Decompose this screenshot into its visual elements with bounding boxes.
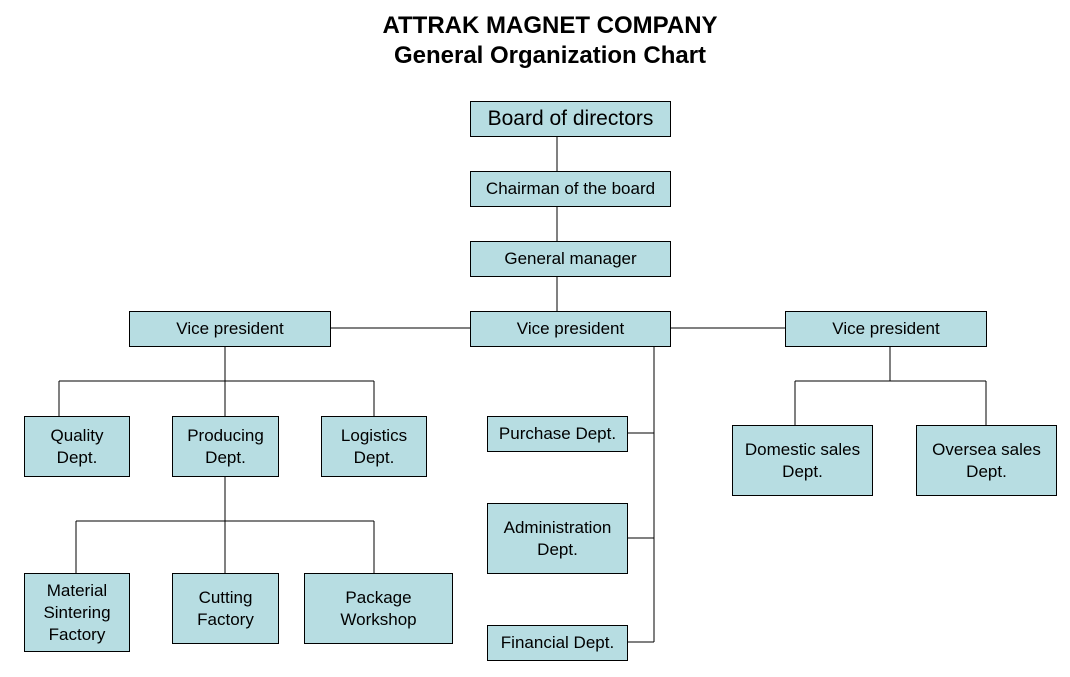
node-label-line: Workshop	[340, 609, 417, 629]
node-vice-president-center: Vice president	[470, 311, 671, 347]
node-label-line: Dept.	[205, 447, 246, 467]
node-label-line: Dept.	[966, 461, 1007, 481]
node-label: Chairman of the board	[486, 178, 655, 200]
node-vice-president-left: Vice president	[129, 311, 331, 347]
chart-title: ATTRAK MAGNET COMPANY	[382, 12, 718, 39]
node-label-line: Producing	[187, 425, 264, 445]
node-label-line: Vice president	[516, 319, 625, 338]
node-label-line: Oversea sales	[932, 439, 1041, 459]
node-vice-president-right: Vice president	[785, 311, 987, 347]
node-label: Purchase Dept.	[499, 423, 616, 445]
node-label-line: Domestic sales	[744, 439, 861, 459]
node-label-line: Dept.	[782, 461, 823, 481]
node-label-line: Dept.	[537, 539, 578, 559]
node-label-line: Chairman of the board	[485, 179, 656, 198]
node-label: General manager	[504, 248, 636, 270]
node-label-line: Factory	[197, 609, 254, 629]
node-label-line: Quality	[50, 425, 104, 445]
chart-subtitle: General Organization Chart	[393, 42, 707, 69]
node-label-line: Dept.	[56, 447, 98, 467]
node-label: Vice president	[832, 318, 939, 340]
node-label-line: Logistics	[340, 425, 408, 445]
node-board-of-directors: Board of directors	[470, 101, 671, 137]
node-label-line: Material	[46, 580, 108, 600]
node-label-line: Package	[345, 587, 412, 607]
node-label-line: Administration	[503, 517, 612, 537]
node-label: Vice president	[176, 318, 283, 340]
node-label-line: Dept.	[353, 447, 395, 467]
node-label-line: Sintering	[43, 602, 111, 622]
node-label: Board of directors	[488, 108, 654, 130]
node-label: Financial Dept.	[501, 632, 614, 654]
node-general-manager: General manager	[470, 241, 671, 277]
node-label-line: Vice president	[832, 319, 940, 338]
node-financial-dept: Financial Dept.	[487, 625, 628, 661]
node-label: Vice president	[517, 318, 624, 340]
node-label-line: General manager	[504, 249, 637, 268]
node-purchase-dept: Purchase Dept.	[487, 416, 628, 452]
node-label-line: Vice president	[176, 319, 284, 338]
node-label-line: Board of directors	[487, 107, 654, 130]
node-label-line: Cutting	[198, 587, 253, 607]
node-chairman: Chairman of the board	[470, 171, 671, 207]
node-label-line: Financial Dept.	[500, 633, 615, 652]
node-label-line: Purchase Dept.	[498, 424, 617, 443]
node-label-line: Factory	[48, 624, 106, 644]
